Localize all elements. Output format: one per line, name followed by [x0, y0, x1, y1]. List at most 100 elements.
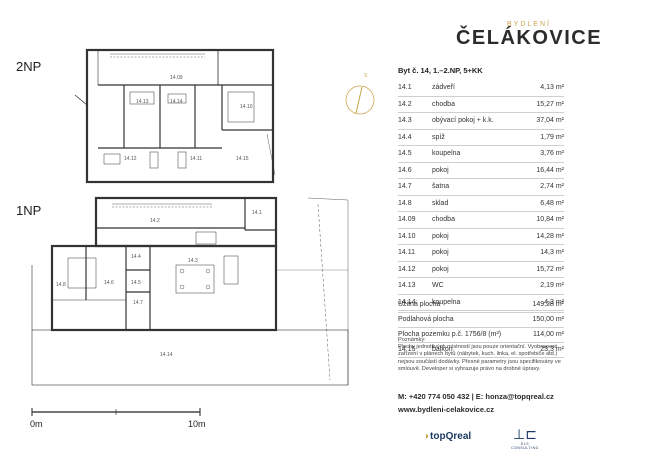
- room-area: 37,04 m²: [523, 112, 564, 130]
- els-icon: ⊥⊏: [513, 427, 537, 443]
- floor-area-label: Podlahová plocha: [398, 316, 454, 323]
- topqreal-icon: ◗: [424, 431, 431, 442]
- compass-north-label: S: [364, 73, 368, 79]
- room-name: chodba: [432, 211, 524, 229]
- usable-area-value: 149,28 m²: [532, 301, 564, 308]
- room-area: 15,72 m²: [523, 261, 564, 278]
- room-number: 14.8: [398, 195, 432, 212]
- room-name: pokoj: [432, 244, 524, 262]
- balcony-value: 23,3 m²: [540, 346, 564, 353]
- compass-icon: S: [345, 73, 375, 115]
- room-name: obývací pokoj + k.k.: [432, 112, 524, 130]
- room-name: spíž: [432, 129, 524, 146]
- floor-area-value: 150,00 m²: [532, 316, 564, 323]
- notes-text: Plochy jednotlivých místností jsou pouze…: [398, 344, 561, 372]
- floor-label-1np: 1NP: [16, 203, 41, 218]
- room-number: 14.4: [398, 129, 432, 146]
- upper-floor-plan: [74, 48, 276, 184]
- room-name: šatna: [432, 178, 524, 196]
- room-area: 15,27 m²: [523, 96, 564, 113]
- plot-area-row: Plocha pozemku p.č. 1756/8 (m²) 114,00 m…: [398, 327, 564, 343]
- scale-start-label: 0m: [30, 419, 43, 429]
- notes: Poznámky: Plochy jednotlivých místností …: [398, 337, 566, 373]
- room-area: 3,76 m²: [523, 145, 564, 163]
- room-number: 14.12: [398, 261, 432, 278]
- plan-label: 14.14: [170, 99, 183, 105]
- room-number: 14.3: [398, 112, 432, 130]
- plan-label: 14.11: [190, 156, 202, 162]
- room-number: 14.2: [398, 96, 432, 113]
- room-number: 14.11: [398, 244, 432, 262]
- room-area: 14,28 m²: [523, 228, 564, 245]
- upper-floor-room-labels: 14.09 14.14 14.13 14.10 14.12 14.11 14.1…: [124, 75, 253, 162]
- balcony-id: 14.15: [398, 346, 416, 353]
- brand-name: ČELÁKOVICE: [455, 27, 603, 49]
- plot-area-label: Plocha pozemku p.č. 1756/8 (m²): [398, 331, 502, 338]
- room-number: 14.13: [398, 277, 432, 295]
- info-panel: BYDLENÍ ČELÁKOVICE Byt č. 14, 1.–2.NP, 5…: [398, 0, 660, 468]
- plan-label: 14.8: [56, 282, 66, 288]
- room-name: koupelna: [432, 294, 524, 311]
- plan-label: 14.5: [131, 280, 141, 286]
- room-area: 14,3 m²: [523, 244, 564, 262]
- lower-floor-room-labels: 14.2 14.1 14.3 14.4 14.5 14.6 14.7 14.8 …: [56, 210, 262, 358]
- els-logo-text: ELS CONSULTING: [511, 442, 539, 450]
- room-number: 14.5: [398, 145, 432, 163]
- room-name: zádveří: [432, 80, 524, 97]
- room-area: 2,19 m²: [523, 277, 564, 295]
- topqreal-logo-text: topQreal: [430, 431, 472, 442]
- plan-label: 14.12: [124, 156, 137, 162]
- usable-area-row: Užitná plocha 149,28 m²: [398, 297, 564, 313]
- room-number: 14.09: [398, 211, 432, 229]
- room-name: pokoj: [432, 261, 524, 278]
- floor-label-2np: 2NP: [16, 59, 41, 74]
- room-number: 14.6: [398, 162, 432, 179]
- scale-bar: 0m 10m: [30, 408, 206, 429]
- balcony-row: 14.15 balkon 23,3 m²: [398, 342, 564, 358]
- floor-plan: 2NP 1NP S 14.09 14.14 14.13 14.10 14.12: [16, 48, 375, 429]
- room-number: 14.1: [398, 80, 432, 97]
- apartment-title: Byt č. 14, 1.–2.NP, 5+KK: [398, 66, 483, 75]
- website-link[interactable]: www.bydleni-celakovice.cz: [398, 405, 495, 414]
- floor-area-row: Podlahová plocha 150,00 m²: [398, 312, 564, 328]
- plan-label: 14.4: [131, 254, 141, 260]
- plan-label: 14.1: [252, 210, 262, 216]
- brand-tagline: BYDLENÍ: [507, 21, 551, 28]
- contact-line: M: +420 774 050 432 | E: honza@topqreal.…: [398, 392, 554, 401]
- plan-label: 14.09: [170, 75, 183, 81]
- room-area: 4,3 m²: [523, 294, 564, 311]
- room-area: 1,79 m²: [523, 129, 564, 146]
- plan-label: 14.2: [150, 218, 160, 224]
- room-name: pokoj: [432, 162, 524, 179]
- room-area: 10,84 m²: [523, 211, 564, 229]
- plan-label: 14.10: [240, 104, 253, 110]
- plan-label: 14.3: [188, 258, 198, 264]
- notes-title: Poznámky:: [398, 337, 426, 343]
- lower-floor-plan: [31, 196, 349, 386]
- plan-label: 14.6: [104, 280, 114, 286]
- plot-area-value: 114,00 m²: [533, 331, 564, 338]
- scale-end-label: 10m: [188, 419, 206, 429]
- els-logo: ⊥⊏ ELS CONSULTING: [510, 428, 540, 450]
- room-number: 14.14: [398, 294, 432, 311]
- topqreal-logo: ◗topQreal: [424, 431, 471, 442]
- plan-label: 14.14: [160, 352, 173, 358]
- balcony-label: balkon: [432, 346, 453, 353]
- room-name: koupelna: [432, 145, 524, 163]
- room-number: 14.7: [398, 178, 432, 196]
- usable-area-label: Užitná plocha: [398, 301, 441, 308]
